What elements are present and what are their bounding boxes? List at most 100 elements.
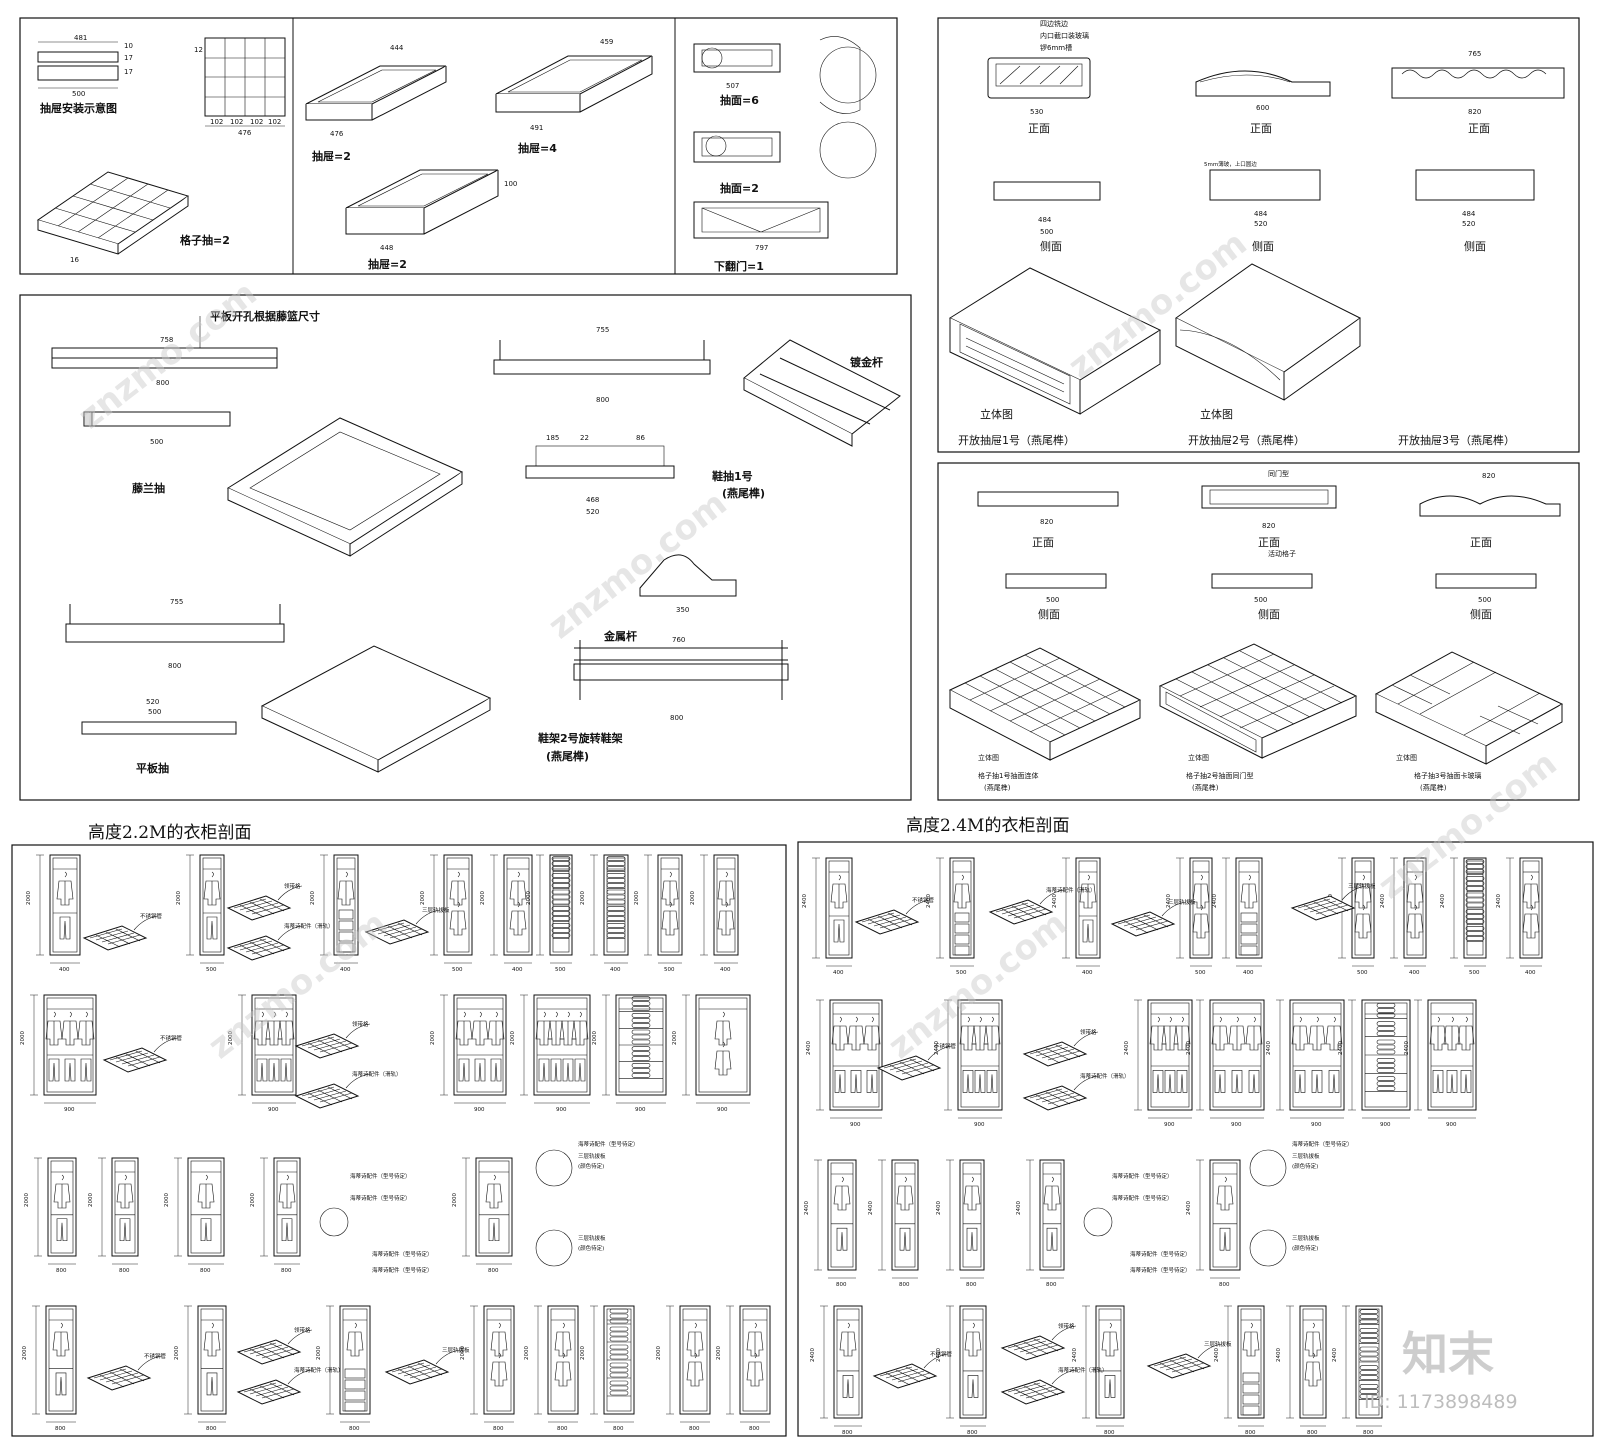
iso-label: 立体图 bbox=[1396, 753, 1417, 762]
dim-label: 102 bbox=[268, 118, 281, 126]
width-dim: 400 bbox=[610, 967, 621, 973]
height-dim: 2000 bbox=[510, 1031, 516, 1045]
drawer-name: 格子抽3号抽面卡玻璃 bbox=[1414, 771, 1481, 780]
iso-label: 立体图 bbox=[978, 753, 999, 762]
width-dim: 500 bbox=[555, 967, 566, 973]
width-dim: 500 bbox=[1195, 970, 1206, 976]
callout-label: 海蒂诗配件（滑轨） bbox=[294, 1366, 344, 1374]
height-dim: 2400 bbox=[802, 894, 808, 908]
view-label: 正面 bbox=[1258, 536, 1280, 549]
width-dim: 900 bbox=[64, 1107, 75, 1113]
width-dim: 500 bbox=[452, 967, 463, 973]
dim-label: 507 bbox=[726, 82, 739, 90]
view-label: 正面 bbox=[1468, 122, 1490, 135]
height-dim: 2400 bbox=[1186, 1041, 1192, 1055]
view-label: 正面 bbox=[1250, 122, 1272, 135]
callout-label: 海蒂诗配件（型号待定） bbox=[350, 1172, 411, 1180]
dim-label: 102 bbox=[230, 118, 243, 126]
front-label: 抽面=2 bbox=[720, 181, 759, 195]
width-dim: 800 bbox=[1245, 1430, 1256, 1436]
width-dim: 800 bbox=[55, 1426, 66, 1432]
dovetail-label: (燕尾榫) bbox=[984, 783, 1011, 792]
height-dim: 2400 bbox=[1072, 1348, 1078, 1362]
dim-label: 758 bbox=[160, 336, 173, 344]
wardrobe-2-4m-frame bbox=[797, 841, 1594, 1437]
dovetail-label: (燕尾榫) bbox=[722, 486, 765, 500]
width-dim: 900 bbox=[1311, 1122, 1322, 1128]
dim-label: 185 bbox=[546, 434, 559, 442]
height-dim: 2400 bbox=[1214, 1348, 1220, 1362]
height-dim: 2400 bbox=[1332, 1348, 1338, 1362]
width-dim: 500 bbox=[956, 970, 967, 976]
height-dim: 2000 bbox=[250, 1193, 256, 1207]
width-dim: 500 bbox=[664, 967, 675, 973]
callout-label: 三层轨拔板 bbox=[1292, 1234, 1320, 1242]
dim-label: 491 bbox=[530, 124, 543, 132]
callout-label: 海蒂诗配件（滑轨） bbox=[1080, 1072, 1130, 1080]
drawer-name: 开放抽屉1号（燕尾榫） bbox=[958, 433, 1075, 447]
height-dim: 2000 bbox=[20, 1031, 26, 1045]
dim-label: 765 bbox=[1468, 50, 1481, 58]
dim-label: 10 bbox=[124, 42, 133, 50]
shoe-drawer-label: 鞋抽1号 bbox=[712, 469, 753, 483]
callout-label: 不锈钢管 bbox=[912, 896, 935, 904]
width-dim: 500 bbox=[1469, 970, 1480, 976]
rattan-drawer-label: 藤兰抽 bbox=[132, 481, 165, 495]
width-dim: 400 bbox=[1243, 970, 1254, 976]
height-dim: 2000 bbox=[22, 1346, 28, 1360]
dim-label: 500 bbox=[72, 90, 85, 98]
view-label: 正面 bbox=[1470, 536, 1492, 549]
height-dim: 2000 bbox=[592, 1031, 598, 1045]
callout-label: 三层轨拔板 bbox=[1204, 1340, 1232, 1348]
callout-label: 不锈钢管 bbox=[930, 1350, 953, 1358]
dim-label: 500 bbox=[1046, 596, 1059, 604]
height-dim: 2000 bbox=[526, 891, 532, 905]
height-dim: 2000 bbox=[656, 1346, 662, 1360]
wardrobe-section: 2000 800 bbox=[22, 1305, 77, 1432]
height-dim: 2400 bbox=[1186, 1201, 1192, 1215]
iso-label: 立体图 bbox=[980, 407, 1013, 421]
width-dim: 800 bbox=[613, 1426, 624, 1432]
dim-label: 755 bbox=[170, 598, 183, 606]
callout-label: 海蒂诗配件（滑轨） bbox=[352, 1070, 402, 1078]
width-dim: 800 bbox=[349, 1426, 360, 1432]
dim-label: 500 bbox=[148, 708, 161, 716]
dim-label: 484 bbox=[1254, 210, 1268, 218]
height-dim: 2400 bbox=[926, 894, 932, 908]
view-label: 正面 bbox=[1028, 122, 1050, 135]
flip-door-label: 下翻门=1 bbox=[714, 259, 764, 273]
note-label: 活动格子 bbox=[1268, 549, 1296, 558]
dim-label: 484 bbox=[1462, 210, 1476, 218]
callout-label: 三层轨拔板 bbox=[1292, 1152, 1320, 1160]
dim-label: 459 bbox=[600, 38, 613, 46]
width-dim: 900 bbox=[974, 1122, 985, 1128]
width-dim: 400 bbox=[833, 970, 844, 976]
drawer-label: 抽屉=4 bbox=[518, 141, 557, 155]
dim-label: 530 bbox=[1030, 108, 1043, 116]
dim-label: 760 bbox=[672, 636, 685, 644]
dovetail-label: (燕尾榫) bbox=[1192, 783, 1219, 792]
callout-label: 不锈钢管 bbox=[144, 1352, 167, 1360]
width-dim: 800 bbox=[488, 1268, 499, 1274]
wardrobe-section: 2400 400 bbox=[802, 857, 853, 976]
